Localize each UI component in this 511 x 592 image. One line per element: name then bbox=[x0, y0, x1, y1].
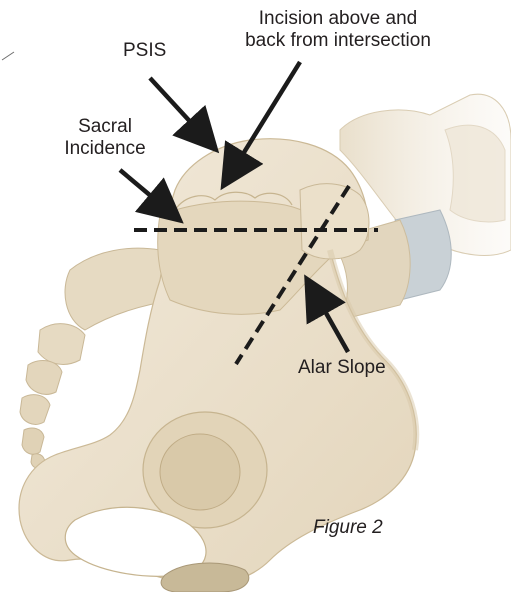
sacral-incidence-label: Sacral Incidence bbox=[50, 116, 160, 160]
sacral-incidence-arrow bbox=[120, 170, 170, 212]
alar-slope-label: Alar Slope bbox=[298, 357, 386, 379]
incision-label-line2: back from intersection bbox=[188, 30, 488, 52]
incision-label-line1: Incision above and bbox=[188, 8, 488, 30]
sacral-label-line2: Incidence bbox=[50, 138, 160, 160]
psis-label: PSIS bbox=[123, 40, 166, 62]
figure-caption: Figure 2 bbox=[313, 517, 383, 539]
incision-label: Incision above and back from intersectio… bbox=[188, 8, 488, 52]
sacral-label-line1: Sacral bbox=[50, 116, 160, 138]
corner-tick bbox=[2, 52, 14, 60]
